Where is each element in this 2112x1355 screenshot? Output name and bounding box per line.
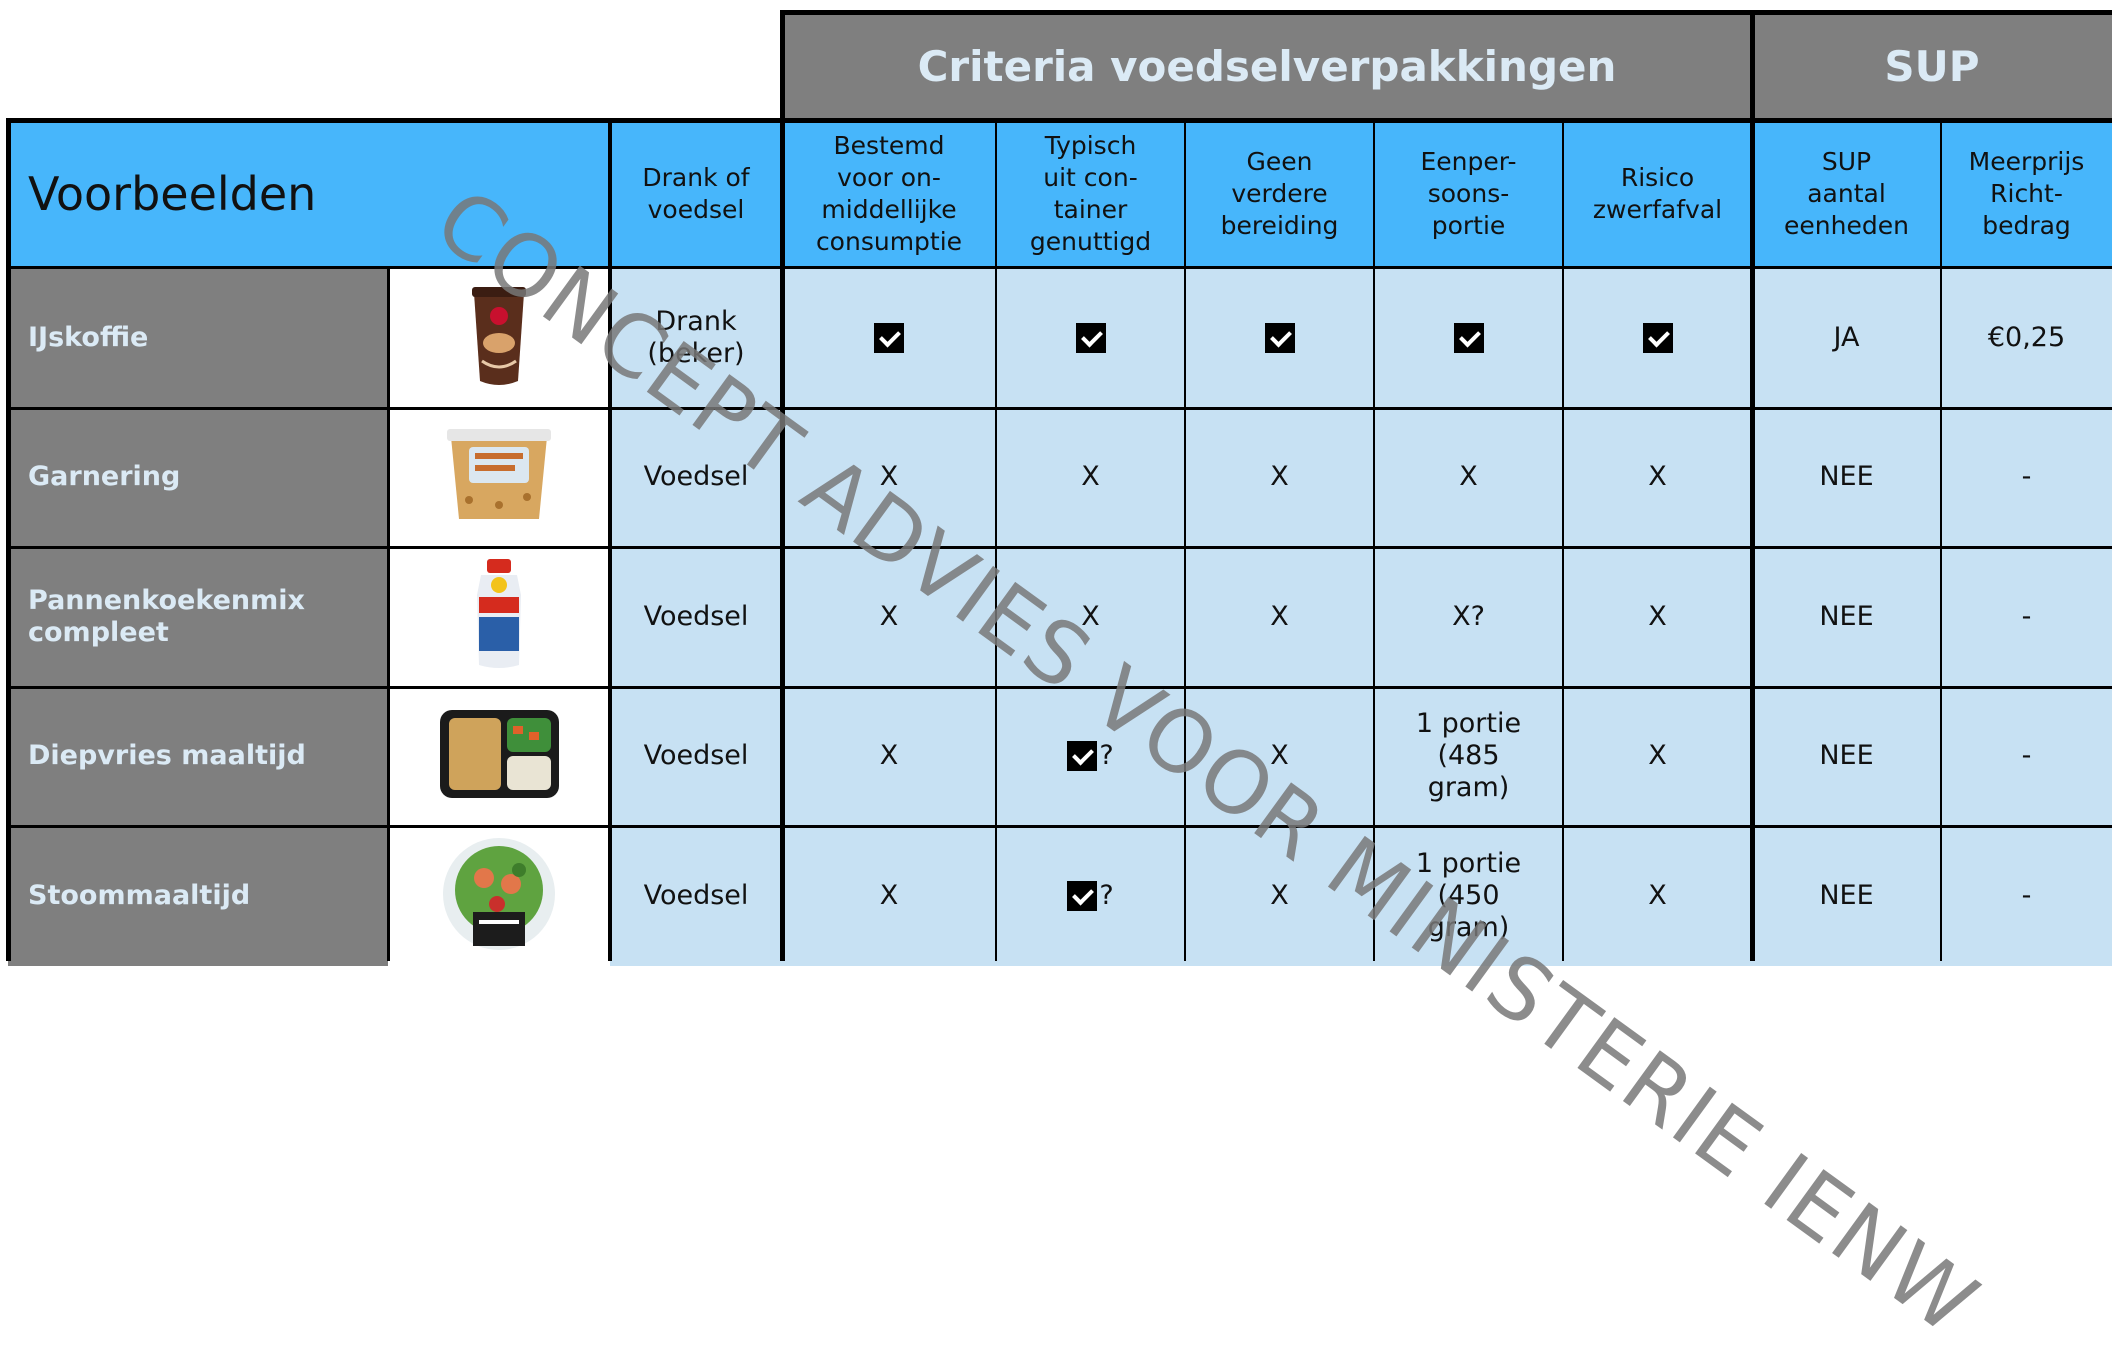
single-portion-cell xyxy=(1374,268,1563,408)
criteria-title: Criteria voedselverpakkingen xyxy=(917,41,1617,91)
grid-line xyxy=(1562,118,1564,961)
no-prep-cell: X xyxy=(1185,826,1374,966)
immediate-cell: X xyxy=(782,407,996,547)
single-portion-cell: 1 portie (485 gram) xyxy=(1374,686,1563,826)
sup-cell: NEE xyxy=(1752,547,1941,687)
type-cell: Voedsel xyxy=(610,686,782,826)
header-sup-units: SUP aantal eenheden xyxy=(1752,120,1941,268)
litter-risk-cell: X xyxy=(1563,547,1752,687)
type-cell: Drank (beker) xyxy=(610,268,782,408)
no-prep-cell: X xyxy=(1185,547,1374,687)
row-name: Pannenkoekenmix compleet xyxy=(8,547,388,687)
shaker-bottle-icon xyxy=(469,557,529,676)
litter-risk-cell xyxy=(1563,268,1752,408)
checkbox-checked-icon xyxy=(1067,741,1098,772)
row-name: Garnering xyxy=(8,407,388,547)
product-image xyxy=(388,268,610,408)
grid-line xyxy=(6,546,2112,549)
price-cell: - xyxy=(1941,547,2112,687)
product-image xyxy=(388,686,610,826)
sup-cell: NEE xyxy=(1752,826,1941,966)
product-image xyxy=(388,826,610,966)
sup-cell: NEE xyxy=(1752,407,1941,547)
no-prep-cell: X xyxy=(1185,407,1374,547)
grid-line xyxy=(6,407,2112,410)
header-single-portion: Eenper- soons- portie xyxy=(1374,120,1563,268)
grid-line xyxy=(608,118,612,961)
sup-cell: JA xyxy=(1752,268,1941,408)
price-cell: - xyxy=(1941,826,2112,966)
header-examples: Voorbeelden xyxy=(8,120,610,268)
checkbox-checked-icon xyxy=(1453,322,1484,353)
price-cell: €0,25 xyxy=(1941,268,2112,408)
immediate-cell: X xyxy=(782,826,996,966)
container-cell: ? xyxy=(996,826,1185,966)
type-cell: Voedsel xyxy=(610,547,782,687)
header-immediate: Bestemd voor on- middellijke consumptie xyxy=(782,120,996,268)
litter-risk-cell: X xyxy=(1563,826,1752,966)
no-prep-cell: X xyxy=(1185,686,1374,826)
container-cell xyxy=(996,268,1185,408)
grid-line xyxy=(6,266,2112,269)
criteria-header: Criteria voedselverpakkingen xyxy=(782,12,1752,120)
header-container: Typisch uit con- tainer genuttigd xyxy=(996,120,1185,268)
grid-line xyxy=(995,118,997,961)
type-cell: Voedsel xyxy=(610,407,782,547)
container-cell: ? xyxy=(996,686,1185,826)
litter-risk-cell: X xyxy=(1563,686,1752,826)
immediate-cell xyxy=(782,268,996,408)
grid-line xyxy=(6,825,2112,828)
nut-tub-icon xyxy=(439,425,559,529)
grid-line xyxy=(1940,118,1942,961)
row-name: Stoommaaltijd xyxy=(8,826,388,966)
sup-title: SUP xyxy=(1884,41,1980,91)
grid-line xyxy=(1750,10,1755,961)
litter-risk-cell: X xyxy=(1563,407,1752,547)
grid-line xyxy=(780,10,2112,15)
header-litter-risk: Risico zwerfafval xyxy=(1563,120,1752,268)
grid-line xyxy=(1184,118,1186,961)
cappuccino-cup-icon xyxy=(464,281,534,395)
grid-line xyxy=(387,268,390,961)
container-cell: X xyxy=(996,407,1185,547)
checkbox-checked-icon xyxy=(1067,880,1098,911)
price-cell: - xyxy=(1941,686,2112,826)
product-image xyxy=(388,407,610,547)
grid-line xyxy=(6,118,2112,123)
product-image xyxy=(388,547,610,687)
grid-line xyxy=(6,686,2112,689)
frozen-meal-tray-icon xyxy=(437,704,562,808)
checkbox-checked-icon xyxy=(1264,322,1295,353)
checkbox-checked-icon xyxy=(874,322,904,353)
checkbox-checked-icon xyxy=(1075,322,1106,353)
immediate-cell: X xyxy=(782,686,996,826)
container-cell: X xyxy=(996,547,1185,687)
single-portion-cell: X xyxy=(1374,407,1563,547)
sup-header: SUP xyxy=(1752,12,2112,120)
grid-line xyxy=(1373,118,1375,961)
checkbox-checked-icon xyxy=(1642,322,1673,353)
row-name: Diepvries maaltijd xyxy=(8,686,388,826)
header-drink-or-food: Drank of voedsel xyxy=(610,120,782,268)
grid-line xyxy=(6,118,11,961)
steam-meal-bowl-icon xyxy=(439,834,559,958)
price-cell: - xyxy=(1941,407,2112,547)
type-cell: Voedsel xyxy=(610,826,782,966)
single-portion-cell: X? xyxy=(1374,547,1563,687)
grid-line xyxy=(780,10,785,961)
immediate-cell: X xyxy=(782,547,996,687)
sup-cell: NEE xyxy=(1752,686,1941,826)
header-no-prep: Geen verdere bereiding xyxy=(1185,120,1374,268)
no-prep-cell xyxy=(1185,268,1374,408)
header-surcharge: Meerprijs Richt- bedrag xyxy=(1941,120,2112,268)
row-name: IJskoffie xyxy=(8,268,388,408)
single-portion-cell: 1 portie (450 gram) xyxy=(1374,826,1563,966)
